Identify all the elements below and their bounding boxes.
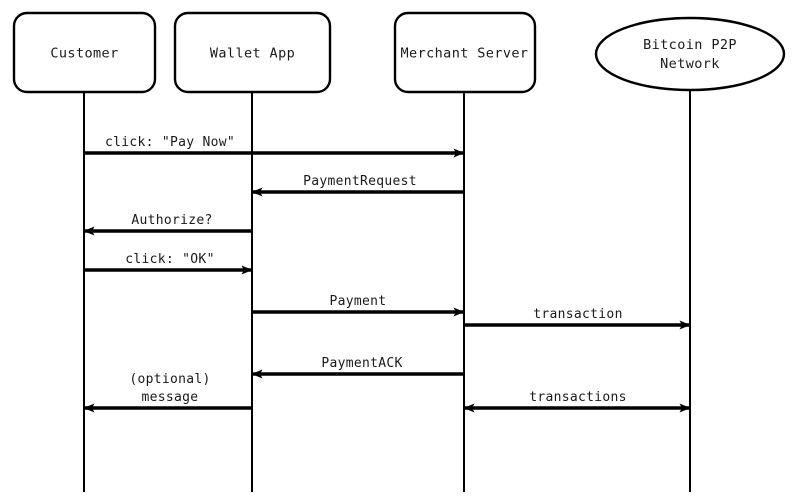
lifelines-group <box>83 90 691 492</box>
message-label-click-ok: click: "OK" <box>125 252 214 267</box>
message-label-authorize: Authorize? <box>131 213 212 228</box>
message-label-click-pay-now: click: "Pay Now" <box>105 135 235 150</box>
participant-ellipse-bitcoin-p2p-network[interactable] <box>594 16 786 92</box>
participant-label-bitcoin-p2p-network-line2: Network <box>660 56 720 72</box>
participant-label-merchant-server: Merchant Server <box>401 46 529 62</box>
participant-bitcoin-p2p-network[interactable]: Bitcoin P2P Network <box>594 16 786 92</box>
message-label-transactions: transactions <box>529 390 627 405</box>
participant-label-wallet-app: Wallet App <box>210 46 295 62</box>
message-label-payment-request: PaymentRequest <box>303 174 417 189</box>
message-click-ok[interactable]: click: "OK" <box>84 252 253 275</box>
participant-box-merchant-server[interactable] <box>393 11 537 94</box>
message-payment-request[interactable]: PaymentRequest <box>251 174 464 197</box>
message-optional-message[interactable]: (optional) message <box>83 372 252 413</box>
participant-wallet-app[interactable]: Wallet App <box>173 11 332 94</box>
message-label-payment: Payment <box>330 294 387 309</box>
message-transactions[interactable]: transactions <box>463 390 691 413</box>
participant-label-bitcoin-p2p-network-line1: Bitcoin P2P <box>643 37 737 53</box>
message-transaction[interactable]: transaction <box>464 307 691 330</box>
message-label-optional-message-line1: (optional) <box>129 372 210 387</box>
participant-label-customer: Customer <box>50 46 118 62</box>
participant-box-customer[interactable] <box>12 11 157 94</box>
message-label-payment-ack: PaymentACK <box>321 356 402 371</box>
participant-customer[interactable]: Customer <box>12 11 157 94</box>
message-label-optional-message-line2: message <box>142 390 199 405</box>
message-payment[interactable]: Payment <box>252 294 465 317</box>
participant-merchant-server[interactable]: Merchant Server <box>393 11 537 94</box>
message-label-transaction: transaction <box>533 307 622 322</box>
participant-box-wallet-app[interactable] <box>173 11 332 94</box>
message-click-pay-now[interactable]: click: "Pay Now" <box>84 135 465 158</box>
message-payment-ack[interactable]: PaymentACK <box>251 356 464 379</box>
message-authorize[interactable]: Authorize? <box>83 213 252 236</box>
